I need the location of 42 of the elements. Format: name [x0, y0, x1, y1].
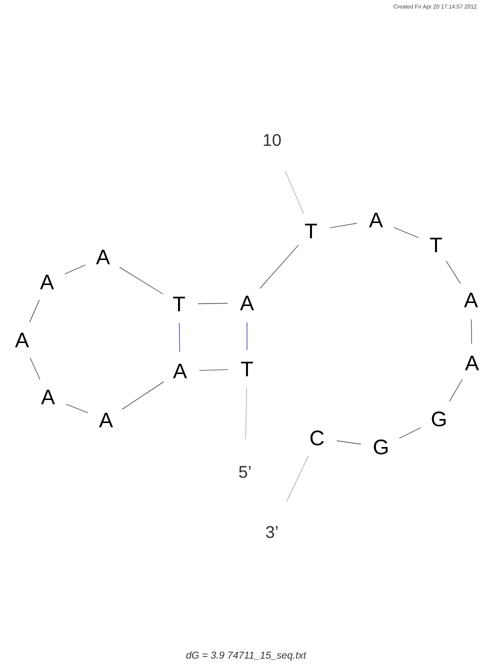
- leader-line: [286, 456, 309, 502]
- base-letter: T: [241, 362, 253, 376]
- base-letter: T: [305, 224, 317, 238]
- position-number: 10: [264, 134, 281, 146]
- strand-end-label: 5’: [239, 466, 251, 478]
- backbone-line: [260, 244, 299, 289]
- backbone-line: [66, 404, 88, 414]
- caption: dG = 3.9 74711_15_seq.txt: [186, 651, 306, 661]
- base-letter: A: [40, 274, 54, 290]
- backbone-line: [329, 222, 358, 228]
- base-pair-line: [246, 322, 248, 350]
- backbone-line: [336, 440, 362, 444]
- backbone-line: [199, 369, 228, 371]
- base-letter: A: [465, 356, 479, 370]
- base-letter: G: [374, 440, 388, 454]
- base-letter: A: [369, 212, 383, 228]
- base-letter: C: [310, 430, 324, 446]
- base-letter: A: [240, 296, 254, 310]
- leader-line: [284, 170, 304, 214]
- base-letter: A: [464, 292, 478, 308]
- base-letter: A: [96, 250, 110, 264]
- backbone-line: [64, 264, 86, 274]
- leader-line: [245, 388, 247, 440]
- backbone-line: [119, 266, 164, 294]
- backbone-line: [30, 357, 40, 380]
- base-letter: A: [15, 332, 29, 348]
- backbone-line: [446, 260, 461, 284]
- base-pair-line: [178, 322, 180, 352]
- backbone-line: [29, 299, 40, 323]
- base-letter: A: [99, 412, 113, 428]
- backbone-line: [470, 319, 472, 344]
- base-letter: T: [430, 238, 442, 252]
- base-letter: T: [173, 296, 185, 312]
- backbone-line: [448, 379, 462, 402]
- base-letter: A: [41, 390, 55, 404]
- backbone-line: [399, 428, 421, 438]
- backbone-line: [394, 227, 419, 238]
- backbone-line: [122, 381, 164, 410]
- base-letter: G: [432, 412, 446, 426]
- strand-end-label: 3’: [266, 526, 278, 538]
- backbone-line: [198, 302, 228, 304]
- base-letter: A: [173, 364, 187, 378]
